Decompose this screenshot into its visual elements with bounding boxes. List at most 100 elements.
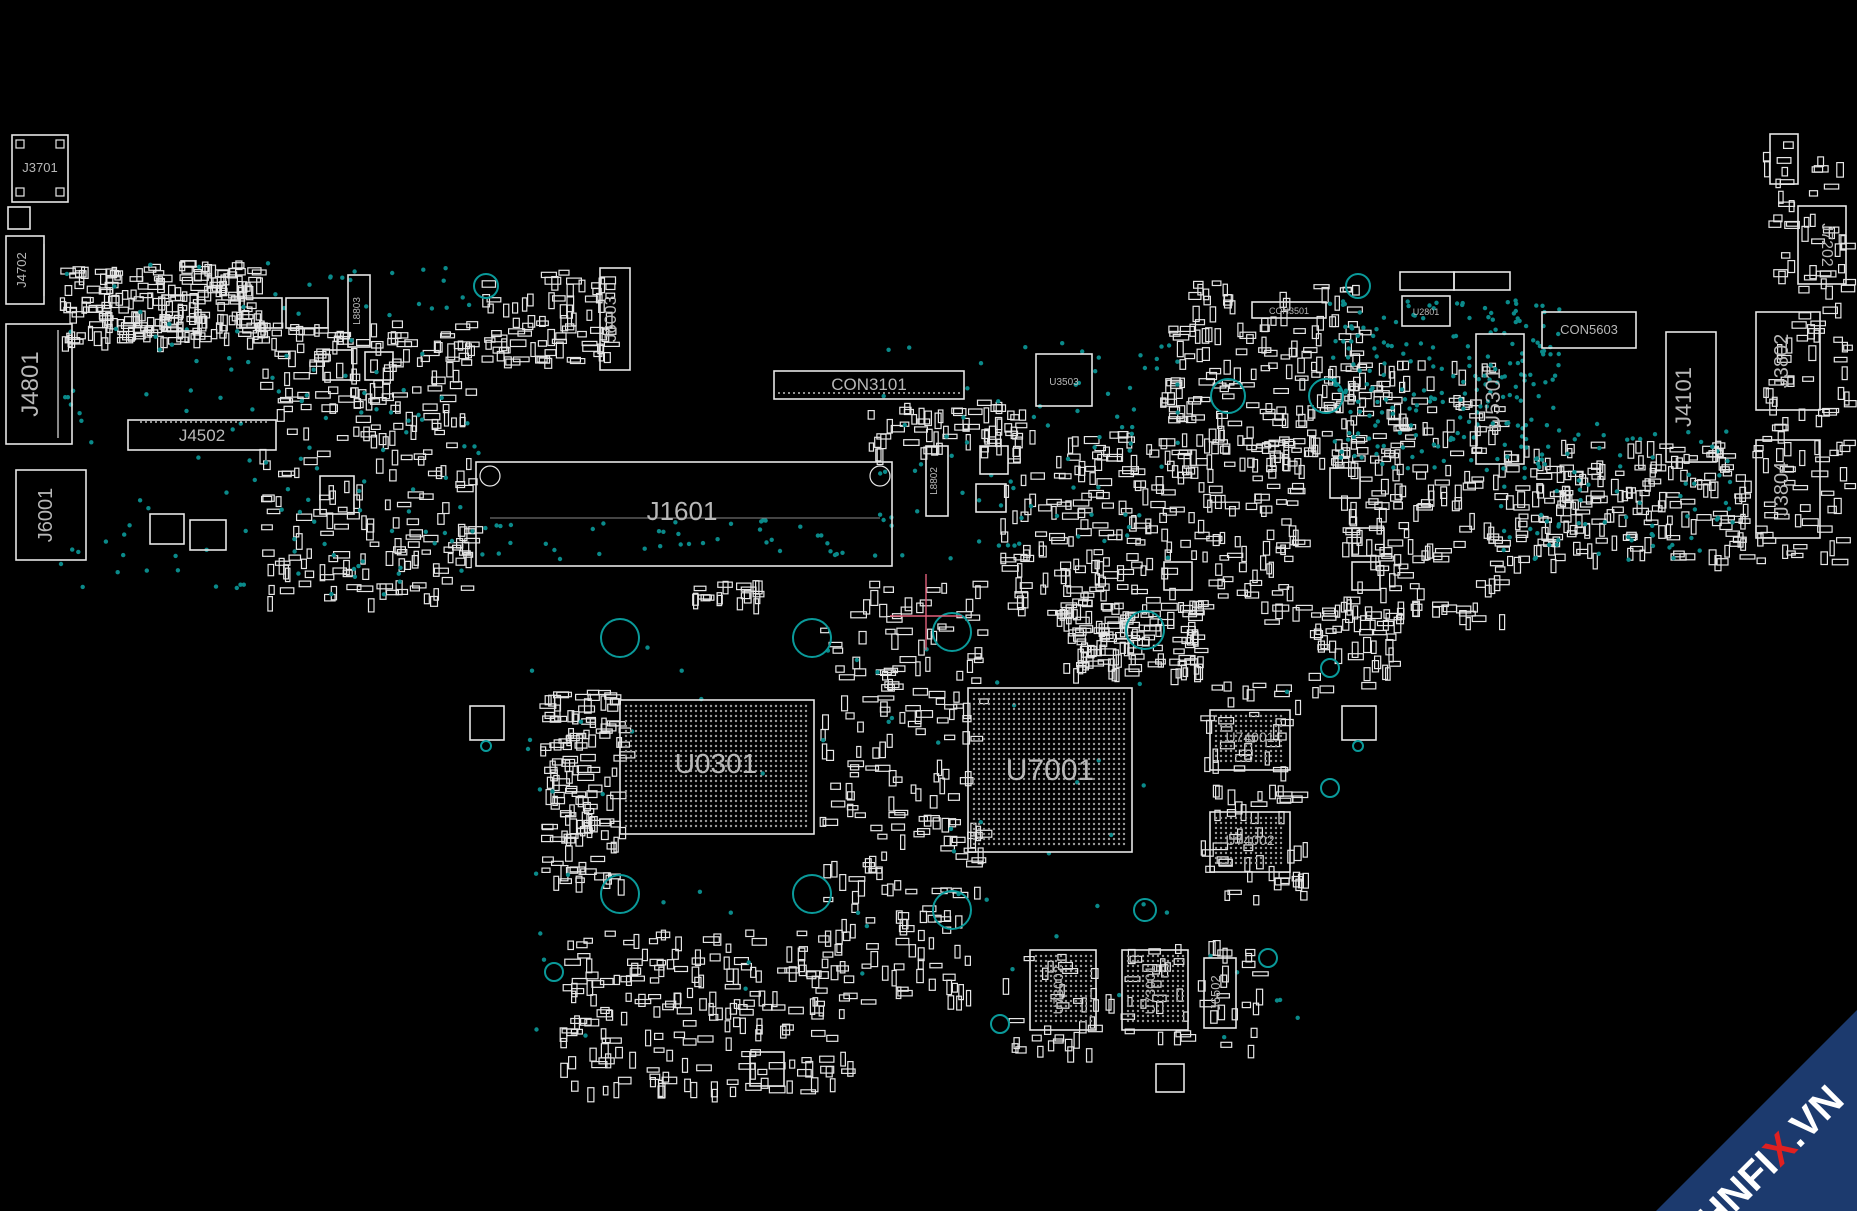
bga-ball [729, 789, 733, 793]
bga-ball [649, 819, 653, 823]
bga-ball [674, 814, 678, 818]
bga-ball [629, 744, 633, 748]
small-component [1246, 402, 1260, 409]
small-component [271, 329, 283, 337]
bga-ball [629, 774, 633, 778]
bga-ball [744, 784, 748, 788]
small-component [105, 312, 113, 327]
bga-ball [1107, 767, 1111, 771]
small-component [421, 549, 432, 555]
small-component [339, 332, 350, 340]
bga-ball [1092, 792, 1096, 796]
bga-ball [624, 764, 628, 768]
small-component [724, 1020, 731, 1033]
via-dot [1461, 379, 1466, 385]
via-dot [976, 539, 982, 544]
small-component [1563, 520, 1569, 534]
bga-ball [1037, 742, 1041, 746]
small-component [615, 1046, 624, 1059]
small-component [1091, 559, 1098, 574]
small-component [563, 836, 576, 844]
bga-ball [699, 739, 703, 743]
via-dot [1105, 391, 1111, 396]
bga-ball [977, 742, 981, 746]
small-component [977, 629, 989, 636]
small-component [1837, 264, 1846, 274]
bga-ball [669, 739, 673, 743]
bga-ball [1077, 787, 1081, 791]
small-component [973, 886, 981, 900]
bga-ball [689, 794, 693, 798]
small-component [581, 340, 598, 347]
via-dot [1355, 431, 1361, 436]
via-dot [1440, 399, 1446, 405]
small-component [556, 691, 572, 698]
small-component [1101, 502, 1115, 509]
bga-ball [1107, 702, 1111, 706]
via-dot [527, 737, 533, 743]
small-component [1591, 495, 1608, 504]
bga-ball [1062, 727, 1066, 731]
bga-ball [1017, 802, 1021, 806]
bga-ball [1122, 777, 1126, 781]
bga-ball [1022, 722, 1026, 726]
bga-ball [634, 819, 638, 823]
small-component [583, 807, 595, 815]
small-component [830, 782, 841, 790]
small-component [279, 587, 295, 595]
small-component [1506, 465, 1520, 473]
bga-ball [734, 719, 738, 723]
via-dot [1554, 488, 1560, 494]
bga-ball [789, 759, 793, 763]
bga-ball [1022, 832, 1026, 836]
bga-ball [724, 714, 728, 718]
small-component [1104, 616, 1120, 625]
bga-ball [794, 734, 798, 738]
bga-ball [1112, 692, 1116, 696]
via-dot [292, 549, 297, 554]
bga-ball [789, 709, 793, 713]
bga-ball [724, 724, 728, 728]
bga-ball [739, 709, 743, 713]
bga-ball [624, 759, 628, 763]
bga-ball [1007, 742, 1011, 746]
small-component [553, 694, 562, 712]
bga-ball [639, 734, 643, 738]
bga-ball [977, 837, 981, 841]
small-component [496, 350, 505, 362]
bga-ball [1117, 807, 1121, 811]
small-component [571, 791, 587, 798]
small-component [1393, 616, 1402, 634]
via-dot [406, 418, 411, 423]
via-dot [1355, 333, 1361, 338]
bga-ball [1107, 777, 1111, 781]
bga-ball [794, 744, 798, 748]
bga-ball [664, 799, 668, 803]
bga-ball [774, 744, 778, 748]
small-component [975, 825, 982, 842]
small-component [276, 409, 285, 422]
bga-ball [764, 714, 768, 718]
small-component [923, 814, 932, 827]
small-component [1294, 458, 1302, 475]
small-component [1275, 603, 1283, 620]
bga-ball [744, 719, 748, 723]
via-dot [359, 410, 364, 415]
small-component [770, 1004, 786, 1011]
via-dot [508, 522, 514, 528]
bga-ball [1047, 837, 1051, 841]
bga-ball [987, 737, 991, 741]
small-component [892, 776, 903, 784]
bga-ball [1102, 712, 1106, 716]
small-component [560, 1037, 568, 1049]
small-component [1515, 485, 1531, 491]
bga-ball [977, 757, 981, 761]
bga-ball [1057, 807, 1061, 811]
small-component [1048, 532, 1066, 542]
bga-ball [634, 754, 638, 758]
bga-ball [724, 729, 728, 733]
via-dot [1544, 423, 1550, 428]
via-dot [227, 356, 232, 361]
via-dot [1011, 485, 1016, 491]
small-component [1469, 431, 1478, 447]
